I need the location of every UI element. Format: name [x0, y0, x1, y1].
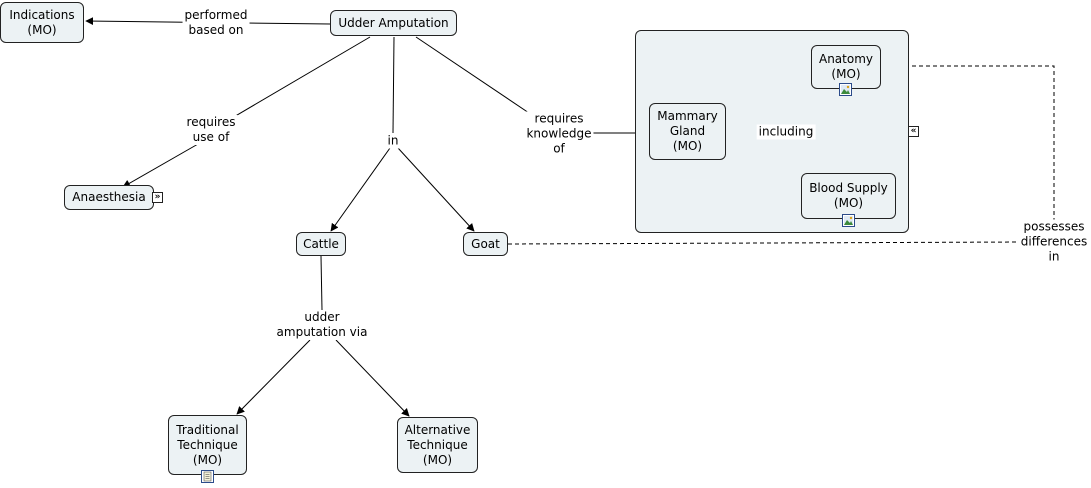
link-line-requires-knowledge-a	[415, 36, 533, 116]
link-line-in-b	[330, 147, 391, 232]
node-traditional-technique[interactable]: Traditional Technique (MO)	[168, 415, 247, 475]
link-label-requires-use-of[interactable]: requires use of	[184, 115, 238, 145]
image-icon[interactable]	[842, 214, 855, 227]
link-line-possesses-b	[881, 62, 1055, 222]
link-label-udder-amputation-via[interactable]: udder amputation via	[274, 310, 370, 340]
link-label-including[interactable]: including	[756, 124, 816, 140]
node-alternative-technique[interactable]: Alternative Technique (MO)	[397, 417, 478, 473]
node-cattle[interactable]: Cattle	[296, 232, 346, 256]
expand-icon[interactable]: »	[152, 192, 163, 203]
link-label-performed-based-on[interactable]: performed based on	[182, 8, 250, 38]
node-mammary-gland[interactable]: Mammary Gland (MO)	[649, 103, 726, 160]
document-icon[interactable]	[201, 470, 214, 483]
node-anaesthesia[interactable]: Anaesthesia	[64, 185, 154, 210]
link-line-requires-use-of-a	[214, 36, 371, 129]
node-udder-amputation[interactable]: Udder Amputation	[330, 10, 457, 36]
node-goat[interactable]: Goat	[463, 232, 508, 256]
link-line-requires-use-of-b	[122, 139, 206, 188]
link-line-via-c	[335, 339, 410, 417]
link-line-in-a	[392, 36, 395, 134]
node-indications[interactable]: Indications (MO)	[0, 2, 84, 43]
link-line-possesses-a	[507, 241, 1023, 245]
link-label-in[interactable]: in	[385, 133, 401, 149]
node-blood-supply[interactable]: Blood Supply (MO)	[801, 173, 896, 219]
link-label-possesses-differences-in[interactable]: possesses differences in	[1018, 219, 1090, 265]
link-label-requires-knowledge-of[interactable]: requires knowledge of	[524, 111, 594, 157]
link-line-in-c	[397, 147, 475, 232]
collapse-icon[interactable]: «	[908, 126, 919, 137]
link-line-via-a	[320, 255, 323, 311]
image-icon[interactable]	[839, 83, 852, 96]
link-line-via-b	[236, 339, 311, 415]
